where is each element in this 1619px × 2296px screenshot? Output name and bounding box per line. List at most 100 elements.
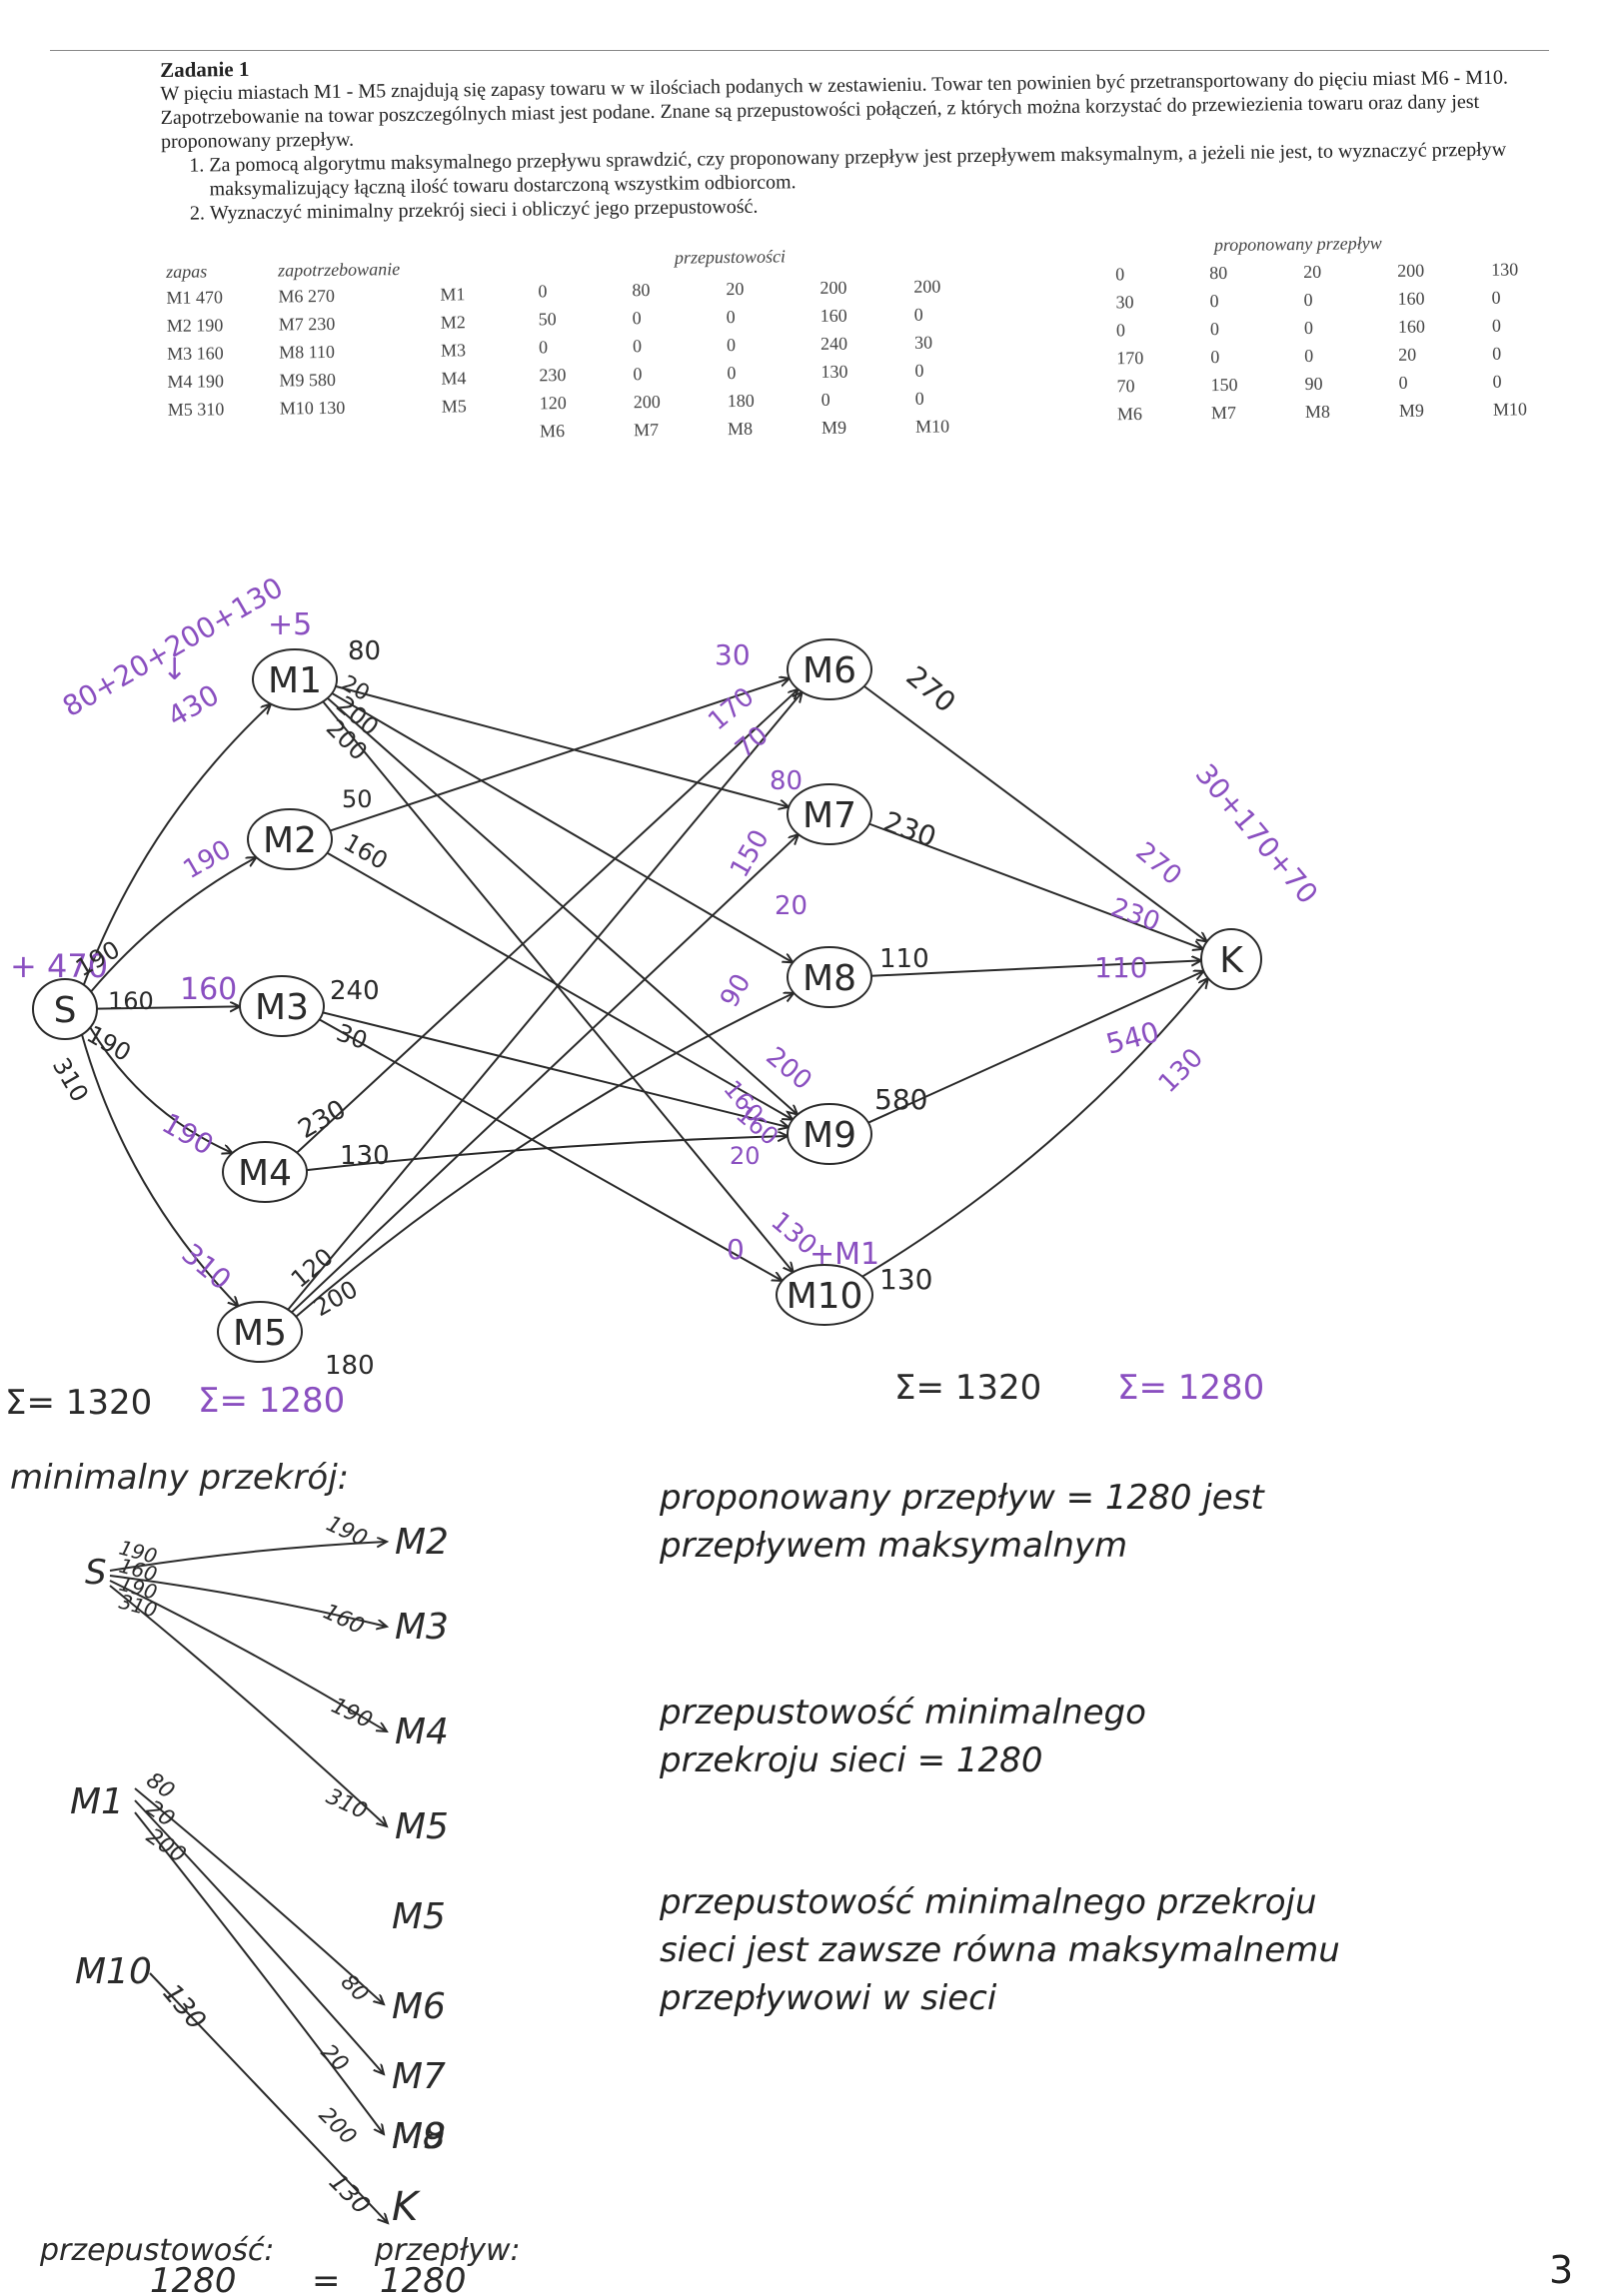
cut-m1-end-label: 200 (314, 2103, 361, 2150)
purple-label-k_130: 130 (1153, 1043, 1209, 1099)
black-label-m2_160: 160 (339, 828, 393, 875)
cut-target-label: M8 (392, 2116, 446, 2157)
purple-label-m2_in: 190 (179, 834, 237, 885)
conclusion-2-line-1: przepustowość minimalnego (660, 1693, 1146, 1732)
node-m8 (787, 946, 872, 1008)
cut-edge-s-m4 (109, 1580, 387, 1731)
purple-label-m5_in: 310 (176, 1237, 238, 1297)
node-m2 (247, 808, 333, 870)
node-label-m6: M6 (803, 650, 856, 691)
purple-label-k_110: 110 (1094, 951, 1147, 984)
cut-target-label: M4 (395, 1712, 449, 1752)
black-label-m4_130: 130 (340, 1141, 390, 1171)
cut-m1-label: M1 (70, 1781, 124, 1822)
node-m6 (787, 638, 872, 700)
cut-heading: minimalny przekrój: (10, 1458, 349, 1498)
conclusion-3-line-3: przepływowi w sieci (660, 1978, 997, 2018)
cut-k-end-label: 130 (324, 2167, 376, 2219)
node-m7 (787, 783, 872, 845)
node-label-m1: M1 (268, 660, 322, 701)
node-m5 (217, 1301, 303, 1363)
black-label-m1_80: 80 (348, 636, 381, 666)
purple-label-s_plus: + 470 (10, 947, 108, 985)
cut-s-end-label: 310 (322, 1784, 371, 1824)
node-label-m7: M7 (803, 795, 856, 836)
cut-m1-end-label: 20 (316, 2040, 353, 2077)
edge-m6-k (862, 684, 1207, 941)
node-label-m10: M10 (787, 1276, 863, 1317)
black-label-sum_1320_right: Σ= 1320 (894, 1368, 1041, 1408)
edge-m9-k (867, 971, 1204, 1124)
node-label-m5: M5 (233, 1313, 287, 1354)
node-label-m2: M2 (263, 820, 317, 861)
conclusion-2-line-2: przekroju sieci = 1280 (660, 1740, 1043, 1780)
cut-footer-right: przepływ: (374, 2233, 521, 2268)
conclusion-2: przepustowość minimalnego przekroju siec… (660, 1689, 1559, 1784)
edge-m7-k (868, 822, 1203, 949)
cut-edge-s-m2 (109, 1542, 387, 1572)
cut-s-end-label: 160 (319, 1600, 368, 1640)
purple-label-m9_20: 20 (730, 1142, 761, 1170)
conclusion-1-line-2: przepływem maksymalnym (660, 1526, 1128, 1566)
cut-edge-m1-m7 (134, 1799, 384, 2074)
cut-edge-s-m3 (109, 1575, 387, 1627)
black-label-s_310: 310 (47, 1053, 94, 1107)
cut-target-m5-label: M5 (392, 1896, 446, 1937)
edge-s-m4 (88, 1026, 233, 1153)
cut-footer-value-right: 1280 (380, 2261, 467, 2296)
black-label-m7_230: 230 (879, 805, 941, 854)
purple-label-sum_1280_left: Σ= 1280 (198, 1381, 345, 1421)
node-m1 (252, 648, 338, 710)
edge-m10-k (860, 978, 1208, 1279)
conclusion-1: proponowany przepływ = 1280 jest przepły… (660, 1474, 1559, 1570)
black-label-m9_580: 580 (874, 1083, 927, 1116)
edge-m5-m8 (294, 993, 795, 1318)
node-m3 (239, 975, 325, 1037)
purple-label-m7_80: 80 (770, 766, 803, 796)
edge-m2-m9 (326, 851, 793, 1119)
page-number: 3 (1549, 2248, 1574, 2292)
edge-m2-m6 (329, 678, 790, 832)
purple-label-arrow: ↓ (162, 652, 187, 687)
purple-label-m10_0: 0 (727, 1233, 745, 1266)
edge-m1-m9 (326, 696, 798, 1114)
cut-edge-m1-m6 (134, 1787, 384, 2004)
node-m10 (776, 1264, 873, 1326)
cut-k-label: K (392, 2184, 421, 2230)
cut-target-label: M5 (395, 1806, 449, 1847)
cut-m10-start-label: 130 (157, 1978, 212, 2035)
node-label-m8: M8 (803, 958, 856, 999)
black-label-m10_130: 130 (879, 1263, 932, 1296)
purple-label-k_sum: 30+170+70 (1189, 757, 1325, 910)
cut-footer-left: przepustowość: (39, 2233, 275, 2268)
purple-label-k_230: 230 (1107, 892, 1164, 937)
purple-label-m8_90: 90 (715, 969, 758, 1013)
edge-group (80, 678, 1208, 1318)
purple-label-m6_30: 30 (715, 638, 751, 671)
black-label-m5_180: 180 (325, 1351, 375, 1381)
purple-label-m8_20: 20 (775, 891, 808, 921)
black-label-m8_110: 110 (879, 944, 929, 974)
edge-m5-m7 (290, 834, 799, 1314)
cut-s-label: S (85, 1553, 107, 1593)
node-label-s: S (54, 990, 77, 1031)
purple-label-sum_1280_right: Σ= 1280 (1117, 1368, 1264, 1408)
black-label-s_160: 160 (108, 987, 154, 1015)
cut-target-m9-label: M9 (392, 2116, 446, 2157)
edge-s-m1 (82, 704, 271, 987)
edge-m8-k (870, 960, 1201, 977)
edge-m3-m10 (318, 1018, 783, 1281)
black-label-m3_240: 240 (330, 976, 380, 1006)
node-k (1200, 928, 1262, 990)
edge-m3-m9 (322, 1011, 789, 1127)
edge-m4-m6 (295, 689, 798, 1155)
purple-label-k_540: 540 (1102, 1015, 1162, 1061)
node-label-m9: M9 (803, 1115, 856, 1156)
conclusion-3-line-1: przepustowość minimalnego przekroju (660, 1882, 1317, 1922)
cut-footer-equals: = (312, 2261, 341, 2296)
node-m9 (787, 1103, 872, 1165)
node-label-m3: M3 (255, 987, 309, 1028)
